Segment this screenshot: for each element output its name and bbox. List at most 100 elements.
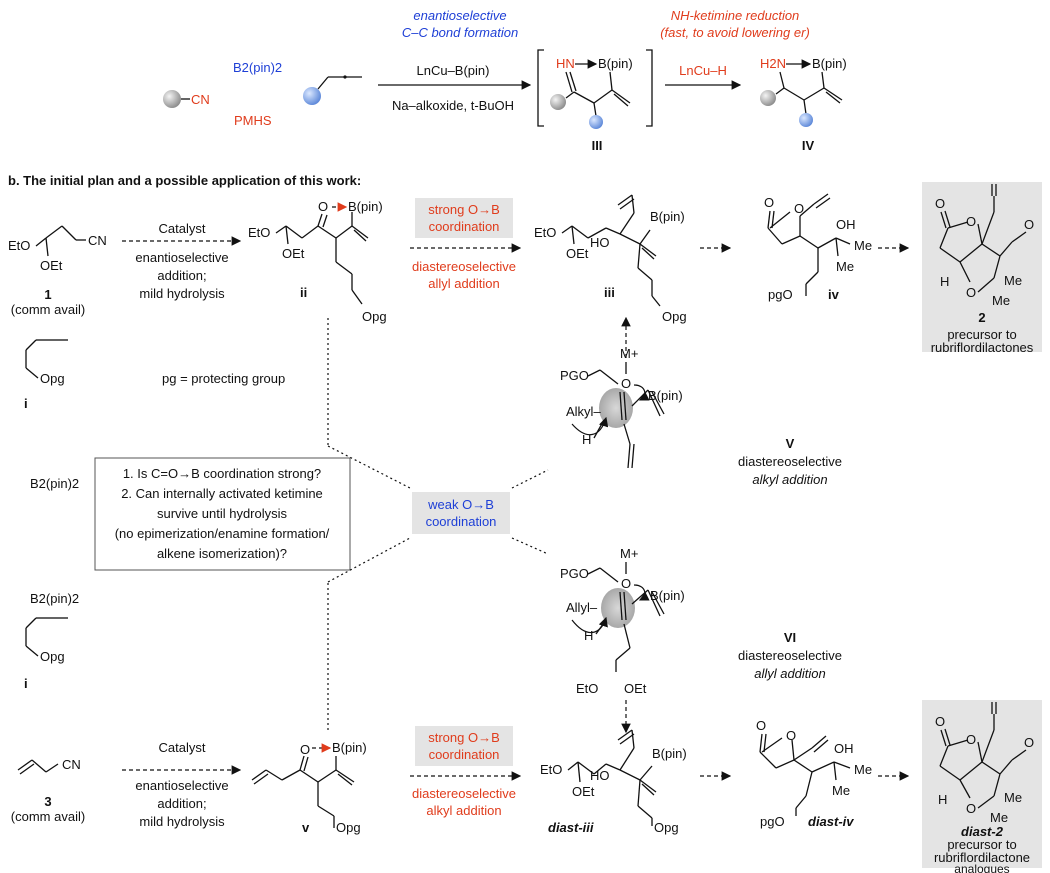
gray-substituent-ball <box>163 90 181 108</box>
svg-text:coordination: coordination <box>429 219 500 234</box>
svg-text:addition;: addition; <box>157 796 206 811</box>
svg-text:PGO: PGO <box>560 566 589 581</box>
intermediate-III-label: III <box>592 138 603 153</box>
svg-text:O: O <box>786 728 796 743</box>
catalyst-arrow-bottom: Catalyst enantioselective addition; mild… <box>122 740 242 829</box>
svg-text:EtO: EtO <box>540 762 562 777</box>
svg-text:O: O <box>621 376 631 391</box>
svg-text:H: H <box>584 628 593 643</box>
svg-text:M+: M+ <box>620 346 638 361</box>
svg-text:Me: Me <box>832 783 850 798</box>
svg-text:B(pin): B(pin) <box>652 746 687 761</box>
strong-box-bottom: strong O→B coordination diastereoselecti… <box>410 726 522 818</box>
svg-text:O: O <box>935 196 945 211</box>
svg-text:precursor to: precursor to <box>947 837 1016 852</box>
svg-text:iv: iv <box>828 287 840 302</box>
svg-text:alkene isomerization)?: alkene isomerization)? <box>157 546 287 561</box>
catalyst-arrow-top: Catalyst enantioselective addition; mild… <box>122 221 242 301</box>
svg-text:V: V <box>786 436 795 451</box>
svg-text:EtO: EtO <box>248 225 270 240</box>
svg-text:Me: Me <box>854 762 872 777</box>
svg-text:Me: Me <box>1004 790 1022 805</box>
svg-text:CN: CN <box>88 233 107 248</box>
svg-text:O: O <box>966 214 976 229</box>
svg-text:O: O <box>966 732 976 747</box>
arrow1-top: LnCu–B(pin) <box>417 63 490 78</box>
svg-text:OEt: OEt <box>624 681 647 696</box>
compound-v: O B(pin) Opg v <box>251 740 367 835</box>
svg-text:strong O→B: strong O→B <box>428 730 500 745</box>
svg-text:mild hydrolysis: mild hydrolysis <box>139 286 225 301</box>
svg-text:addition;: addition; <box>157 268 206 283</box>
weak-box: weak O→B coordination <box>412 492 510 534</box>
svg-text:Me: Me <box>990 810 1008 825</box>
svg-text:OEt: OEt <box>566 246 589 261</box>
svg-text:CN: CN <box>62 757 81 772</box>
svg-text:iii: iii <box>604 285 615 300</box>
svg-text:Catalyst: Catalyst <box>159 221 206 236</box>
header-red-1: NH-ketimine reduction <box>671 8 800 23</box>
sm3-label: 3 <box>44 794 51 809</box>
ketimine-hn: HN <box>556 56 575 71</box>
svg-text:precursor to: precursor to <box>947 327 1016 342</box>
compound-diast-iii: HO EtO OEt B(pin) Opg diast-iii <box>540 729 687 835</box>
svg-text:diast-iii: diast-iii <box>548 820 594 835</box>
svg-text:M+: M+ <box>620 546 638 561</box>
svg-text:O: O <box>1024 735 1034 750</box>
svg-text:(no epimerization/enamine form: (no epimerization/enamine formation/ <box>115 526 330 541</box>
svg-text:OEt: OEt <box>282 246 305 261</box>
svg-text:enantioselective: enantioselective <box>135 250 228 265</box>
svg-text:Me: Me <box>854 238 872 253</box>
svg-text:O: O <box>794 201 804 216</box>
svg-text:2. Can internally activated ke: 2. Can internally activated ketimine <box>121 486 323 501</box>
compound-iii: HO EtO OEt B(pin) Opg iii <box>534 194 687 324</box>
bpin-III: B(pin) <box>598 56 633 71</box>
svg-text:O: O <box>756 718 766 733</box>
svg-text:mild hydrolysis: mild hydrolysis <box>139 814 225 829</box>
svg-text:Me: Me <box>992 293 1010 308</box>
svg-text:PGO: PGO <box>560 368 589 383</box>
svg-text:H: H <box>582 432 591 447</box>
compound-diast-iv: O O OH Me Me pgO diast-iv <box>756 718 872 829</box>
svg-text:2: 2 <box>978 310 985 325</box>
b2pin2-mid: B2(pin)2 <box>30 476 79 491</box>
svg-text:Alkyl–: Alkyl– <box>566 404 601 419</box>
svg-text:diastereoselective: diastereoselective <box>412 786 516 801</box>
svg-text:survive until hydrolysis: survive until hydrolysis <box>157 506 288 521</box>
svg-text:Opg: Opg <box>362 309 387 324</box>
starting-material-1: EtO OEt CN 1 (comm avail) <box>8 225 107 317</box>
svg-text:rubriflordilactones: rubriflordilactones <box>931 340 1034 355</box>
svg-text:HO: HO <box>590 235 610 250</box>
svg-text:B(pin): B(pin) <box>650 588 685 603</box>
svg-text:Allyl–: Allyl– <box>566 600 598 615</box>
svg-text:O: O <box>764 195 774 210</box>
compound-iv: O O OH Me Me pgO iv <box>764 193 872 302</box>
diast2-desc-3: analogues <box>954 862 1009 873</box>
svg-text:Me: Me <box>836 259 854 274</box>
reagent-pmhs: PMHS <box>234 113 272 128</box>
svg-text:Opg: Opg <box>40 649 65 664</box>
compound-diast-2-box: O O O H O Me Me diast-2 precursor to rub… <box>922 700 1042 868</box>
svg-text:diastereoselective: diastereoselective <box>412 259 516 274</box>
arrow2-top: LnCu–H <box>679 63 727 78</box>
svg-text:H: H <box>940 274 949 289</box>
svg-text:O: O <box>621 576 631 591</box>
svg-text:diast-2: diast-2 <box>961 824 1004 839</box>
svg-text:O: O <box>318 199 328 214</box>
allene-i-bottom: B2(pin)2 Opg i <box>24 591 79 691</box>
panel-a: CN B2(pin)2 PMHS enantioselective C–C bo… <box>163 8 847 153</box>
svg-text:allyl addition: allyl addition <box>428 276 500 291</box>
sm1-label: 1 <box>44 287 51 302</box>
svg-text:VI: VI <box>784 630 796 645</box>
svg-text:strong O→B: strong O→B <box>428 202 500 217</box>
allene-label-bottom: i <box>24 676 28 691</box>
svg-text:Opg: Opg <box>654 820 679 835</box>
svg-text:EtO: EtO <box>8 238 30 253</box>
svg-text:v: v <box>302 820 310 835</box>
strong-box-top: strong O→B coordination diastereoselecti… <box>410 198 522 291</box>
svg-text:pgO: pgO <box>760 814 785 829</box>
svg-text:diastereoselective: diastereoselective <box>738 454 842 469</box>
svg-text:alkyl addition: alkyl addition <box>752 472 827 487</box>
svg-text:rubriflordilactone: rubriflordilactone <box>934 850 1030 865</box>
